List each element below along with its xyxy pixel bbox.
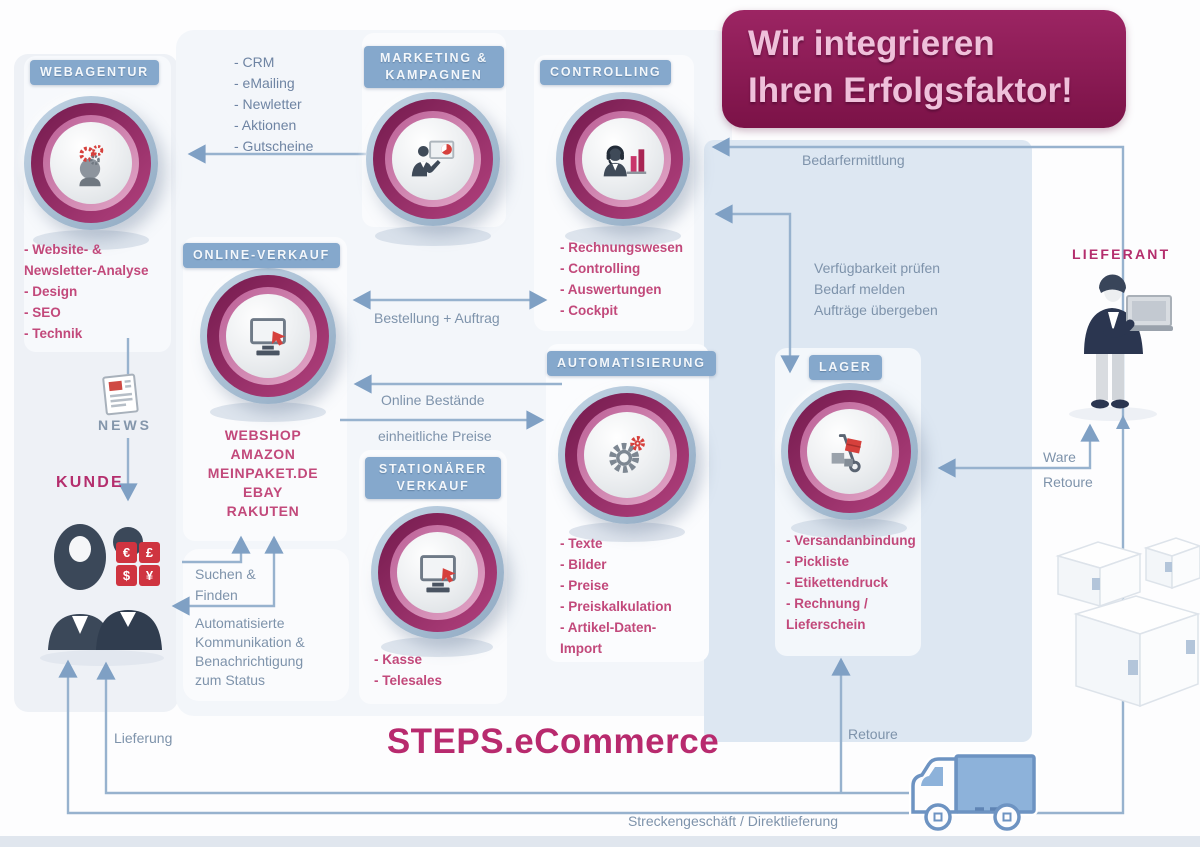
list-item: WEBSHOP: [224, 427, 302, 443]
lieferant-label: LIEFERANT: [1072, 246, 1171, 262]
edge-label-retoure-lager: Retoure: [848, 726, 898, 742]
list-item: $: [116, 565, 137, 586]
edge-label-online-bestaende: Online Bestände: [381, 392, 485, 408]
list-item: ¥: [139, 565, 160, 586]
list-item: AMAZON: [230, 446, 296, 462]
edge-label-retoure-lieferant: Retoure: [1043, 474, 1093, 490]
badge-marketing: MARKETING & KAMPAGNEN: [364, 46, 504, 88]
list-item: - Cockpit: [560, 303, 618, 318]
node-stationaerer-verkauf: [371, 506, 504, 639]
edge-label-einheitliche-preise: einheitliche Preise: [378, 428, 492, 444]
salesman-laptop-icon: [1084, 274, 1173, 409]
gears-icon: [609, 436, 645, 473]
list-item: - Rechnung / Lieferschein: [786, 596, 868, 632]
badge-online-verkauf: ONLINE-VERKAUF: [183, 243, 341, 268]
list-item: - Design: [24, 284, 78, 299]
node-lager: [781, 383, 918, 520]
claim-text: Wir integrieren Ihren Erfolgsfaktor!: [748, 24, 1073, 110]
list-item: - Bilder: [560, 557, 607, 572]
list-item: £: [139, 542, 160, 563]
node-online-verkauf: [200, 268, 336, 404]
badge-stationaerer-verkauf: STATIONÄRER VERKAUF: [365, 457, 501, 499]
list-item: - SEO: [24, 305, 61, 320]
currency-tiles: €£$¥: [116, 542, 163, 586]
support-analytics-icon: [603, 145, 647, 177]
edge-label-ware: Ware: [1043, 449, 1076, 465]
list-item: - CRM: [234, 54, 275, 70]
node-controlling: [556, 92, 690, 226]
webagentur-feature-list: - Website- & Newsletter-Analyse - Design -…: [24, 239, 174, 344]
list-item: MEINPAKET.DE: [207, 465, 319, 481]
monitor-cursor-icon: [419, 554, 456, 592]
page-title: STEPS.eCommerce: [386, 722, 720, 761]
edge-label-lieferung: Lieferung: [114, 730, 173, 746]
edge-label-bedarfermittlung: Bedarfermittlung: [802, 152, 905, 168]
automatisierung-feature-list: - Texte - Bilder - Preise - Preiskalkulatio…: [560, 533, 672, 659]
edge-label-bestellung: Bestellung + Auftrag: [374, 310, 500, 326]
stationaer-feature-list: - Kasse - Telesales: [374, 649, 442, 691]
marketing-feature-list: - CRM - eMailing - Newletter - Aktionen - Gu…: [234, 52, 313, 157]
badge-lager: LAGER: [809, 355, 882, 380]
badge-controlling: CONTROLLING: [540, 60, 672, 85]
controlling-feature-list: - Rechnungswesen - Controlling - Auswertun…: [560, 237, 683, 321]
list-item: RAKUTEN: [226, 503, 300, 519]
list-item: - Etikettendruck: [786, 575, 889, 590]
news-label: NEWS: [98, 417, 152, 433]
list-item: - Preise: [560, 578, 609, 593]
list-item: - Preiskalkulation: [560, 599, 672, 614]
edge-label-streckengeschaeft: Streckengeschäft / Direktlieferung: [627, 813, 839, 829]
monitor-cursor-icon: [250, 318, 286, 356]
list-item: - Gutscheine: [234, 138, 314, 154]
list-item: - Aktionen: [234, 117, 297, 133]
lager-feature-list: - Versandanbindung - Pickliste - Etiketten…: [786, 530, 916, 635]
badge-automatisierung: AUTOMATISIERUNG: [547, 351, 716, 376]
list-item: - Telesales: [374, 673, 443, 688]
list-item: - Newletter: [234, 96, 302, 112]
list-item: - Pickliste: [786, 554, 850, 569]
list-item: - Website- & Newsletter-Analyse: [24, 242, 149, 278]
badge-webagentur: WEBAGENTUR: [30, 60, 159, 85]
list-item: - Versandanbindung: [786, 533, 916, 548]
newspaper-icon: [102, 373, 139, 416]
node-automatisierung: [558, 386, 696, 524]
list-item: - Kasse: [374, 652, 423, 667]
kunde-label: KUNDE: [56, 474, 124, 491]
list-item: - eMailing: [234, 75, 295, 91]
list-item: - Technik: [24, 326, 83, 341]
list-item: - Artikel-Daten- Import: [560, 620, 657, 656]
node-webagentur: [24, 96, 158, 230]
parcel-boxes-icon: [1055, 537, 1200, 708]
connector-lines: [58, 137, 1130, 815]
edge-label-suchen-finden: Suchen & Finden: [195, 566, 256, 603]
list-item: - Texte: [560, 536, 603, 551]
claim-banner: Wir integrieren Ihren Erfolgsfaktor!: [722, 10, 1126, 128]
head-gears-icon: [79, 144, 104, 187]
list-item: €: [116, 542, 137, 563]
list-item: - Controlling: [560, 261, 641, 276]
edge-label-verfuegbarkeit: Verfügbarkeit prüfen Bedarf melden Auftr…: [814, 260, 941, 318]
node-marketing: [366, 92, 500, 226]
handtruck-icon: [831, 433, 862, 472]
presenter-chart-icon: [411, 140, 455, 177]
list-item: EBAY: [242, 484, 283, 500]
delivery-truck-icon: [909, 752, 1038, 831]
list-item: - Auswertungen: [560, 282, 662, 297]
list-item: - Rechnungswesen: [560, 240, 684, 255]
online-channels-list: WEBSHOP AMAZON MEINPAKET.DE EBAY RAKUTEN: [188, 426, 338, 521]
edge-label-auto-kommunikation: Automatisierte Kommunikation & Benachric…: [195, 615, 305, 688]
